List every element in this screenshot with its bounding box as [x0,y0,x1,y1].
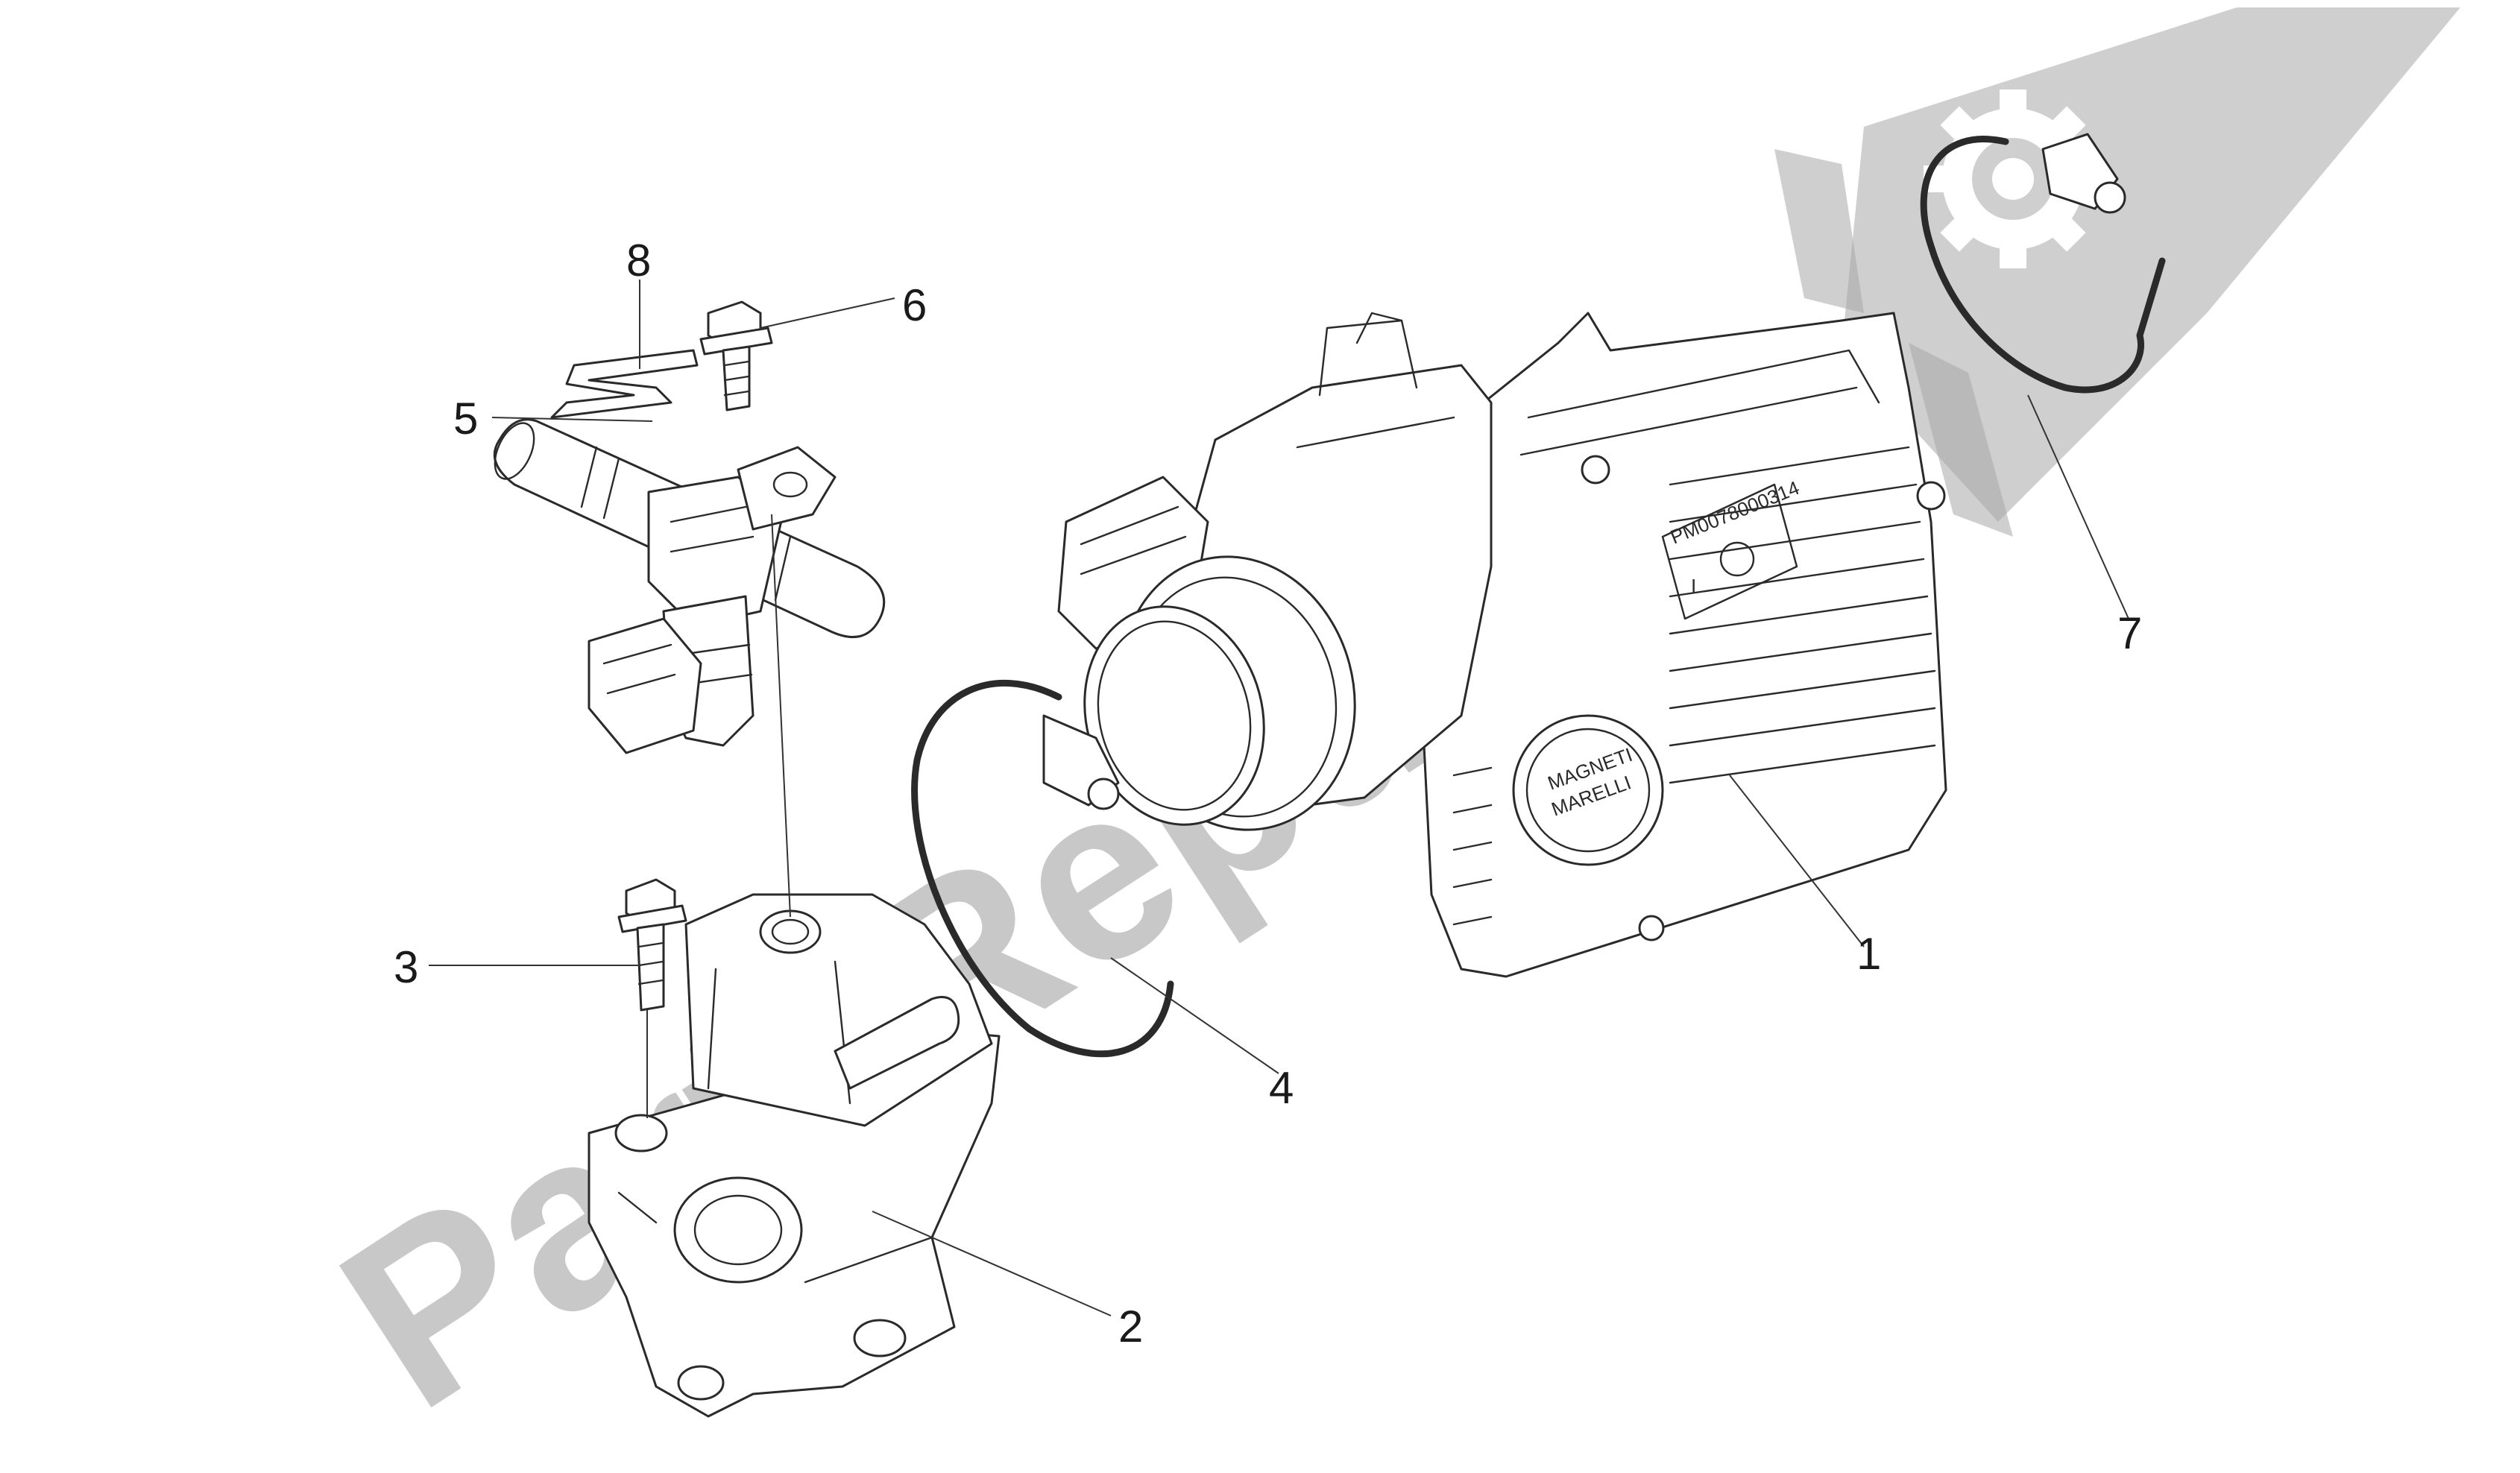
gear-icon [1924,89,2102,268]
watermark-logo [1774,7,2460,537]
screw [617,878,687,1012]
throttle-body: MAGNETI MARELLI PM0078000314 I [1057,312,1947,978]
callout-1: 1 [1856,929,1881,979]
callout-3: 3 [394,942,418,992]
clamp [1920,133,2166,394]
injector [493,418,886,754]
callout-2: 2 [1118,1302,1143,1351]
mark-text: I [1691,575,1696,597]
callout-8: 8 [626,236,651,286]
hose-clamp [911,679,1174,1058]
callouts: 1 2 3 4 5 6 7 8 [394,236,2142,1351]
callout-6: 6 [902,280,927,330]
callout-7: 7 [2117,608,2142,658]
callout-5: 5 [453,394,478,444]
flange-screw [699,300,773,411]
cooling-fins [1452,446,1936,926]
callout-4: 4 [1269,1063,1294,1113]
leader-lines [429,280,2129,1316]
intake-manifold [588,893,1001,1418]
retaining-clip [550,349,699,419]
